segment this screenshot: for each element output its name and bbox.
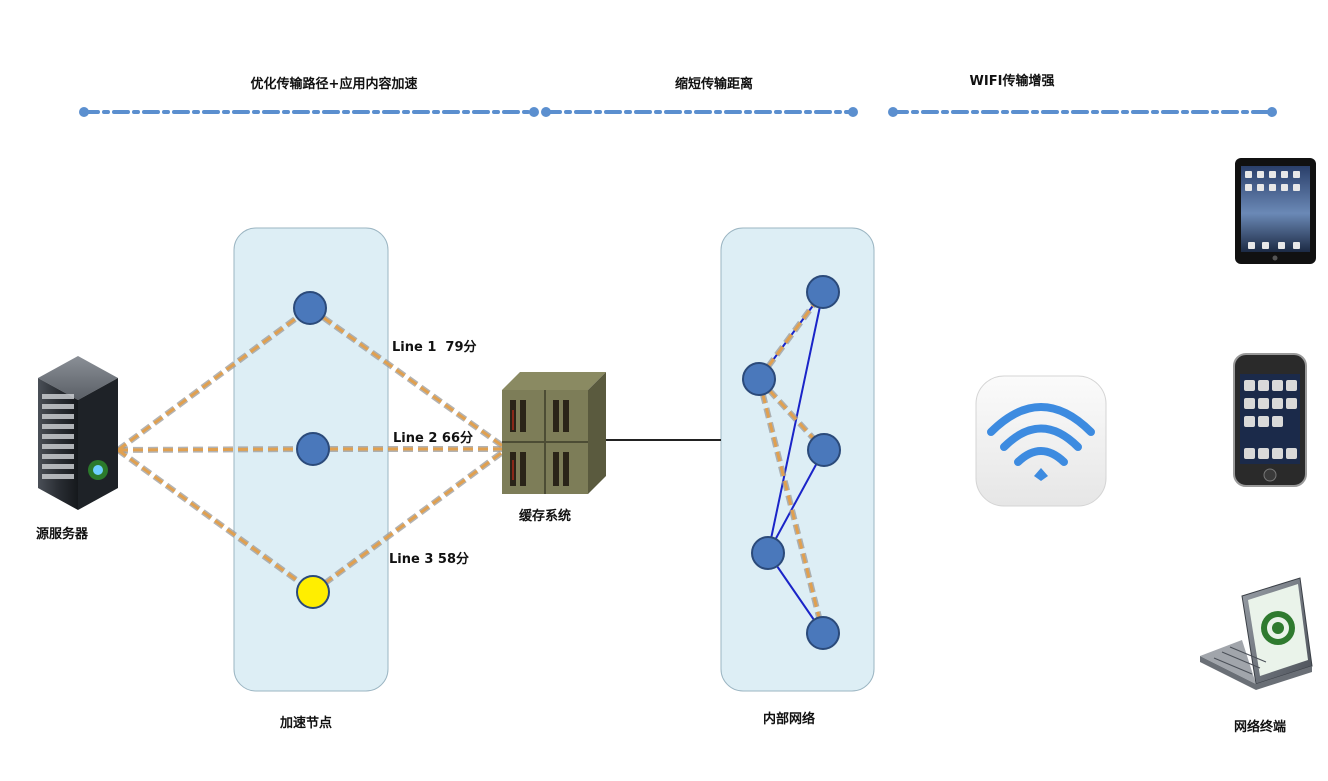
laptop-icon [1200, 577, 1313, 690]
accel-node-1 [293, 291, 327, 325]
internal-node-5 [806, 616, 840, 650]
stage-line-wifi [888, 107, 1277, 117]
line-3-label: Line 3 58分 [389, 551, 469, 567]
internal-node-3 [807, 433, 841, 467]
line-1-label: Line 1 79分 [392, 339, 477, 355]
stage-label-wifi: WIFI传输增强 [970, 73, 1055, 89]
wifi-icon [975, 375, 1107, 507]
line-2-label: Line 2 66分 [393, 430, 473, 446]
accel-node-2 [296, 432, 330, 466]
tablet-icon [1235, 158, 1316, 264]
stage-label-optimize: 优化传输路径+应用内容加速 [251, 76, 418, 92]
cache-system-label: 缓存系统 [519, 508, 571, 524]
accel-nodes-label: 加速节点 [279, 715, 332, 731]
cache-system-icon [502, 372, 606, 494]
accel-node-3 [296, 575, 330, 609]
internal-node-2 [742, 362, 776, 396]
terminals-label: 网络终端 [1234, 719, 1286, 735]
internal-net-label: 内部网络 [763, 711, 815, 727]
stage-label-shorten: 缩短传输距离 [675, 76, 753, 92]
phone-icon [1233, 353, 1307, 487]
stage-line-shorten [541, 107, 858, 117]
internal-net-panel [720, 227, 875, 692]
internal-node-1 [806, 275, 840, 309]
source-server-icon [38, 356, 118, 510]
stage-line-optimize [79, 107, 539, 117]
internal-node-4 [751, 536, 785, 570]
source-server-label: 源服务器 [36, 526, 89, 542]
